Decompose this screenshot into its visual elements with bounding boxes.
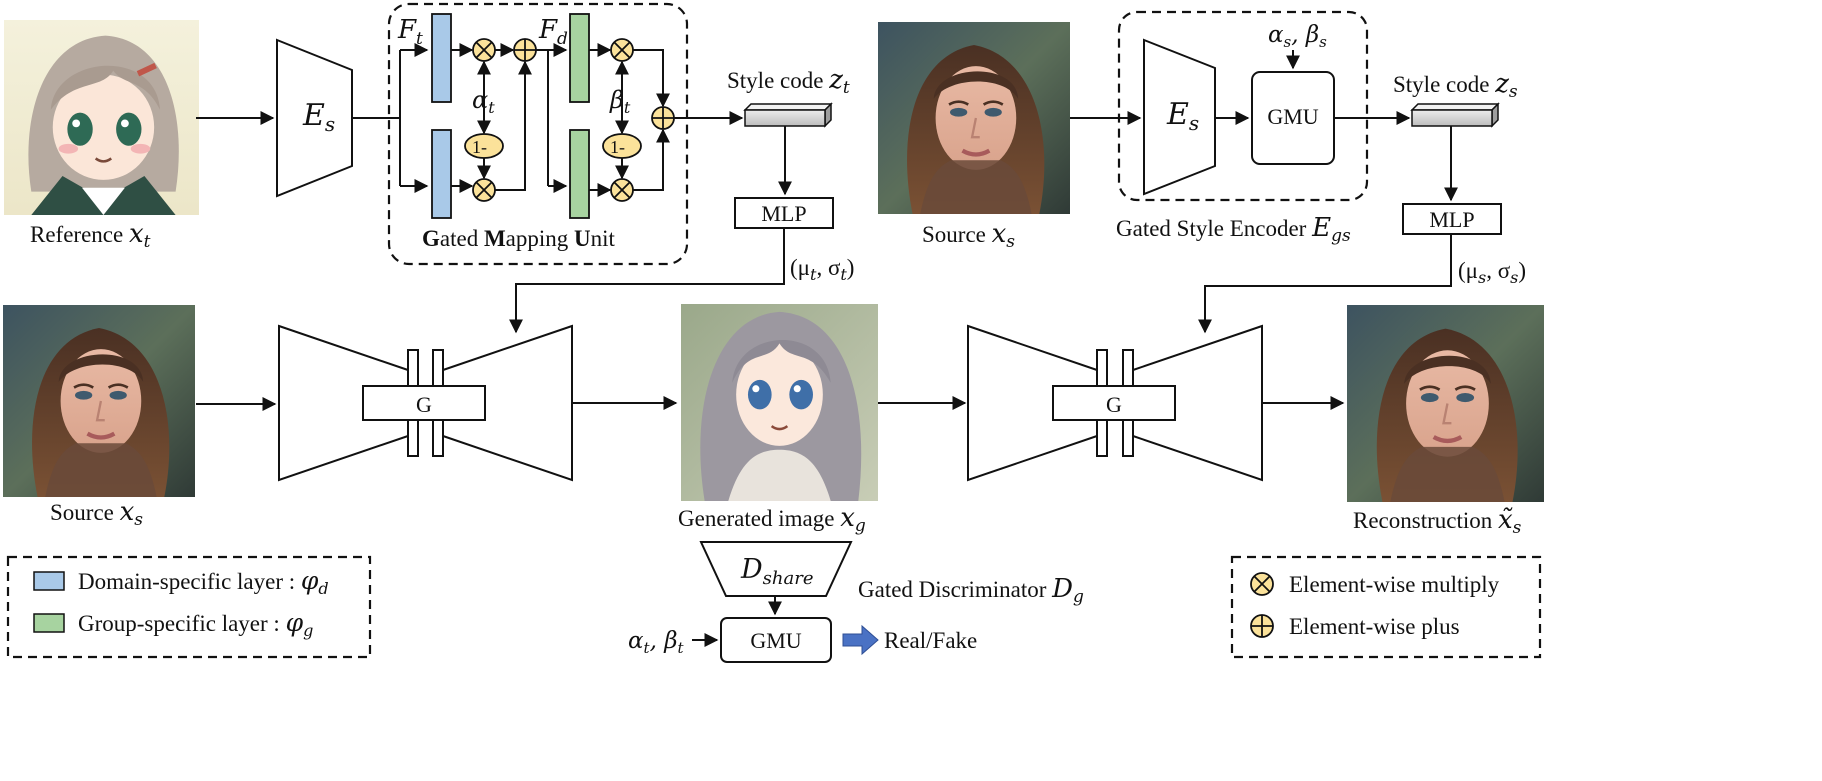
- mlp-box-s: [1402, 203, 1502, 235]
- reconstruction-image: [1347, 305, 1544, 502]
- legend-group-label: Group-specific layer : φg: [78, 608, 313, 640]
- plus-op-b: [651, 106, 675, 130]
- alpha-beta-t-input: αt, βt: [628, 628, 685, 657]
- generator-label-2: G: [1106, 392, 1122, 417]
- mlp-box-t: [734, 197, 834, 229]
- reference-image: [2, 18, 201, 217]
- style-encoder-label-right: Es: [1166, 97, 1199, 135]
- gated-discriminator-caption: Gated Discriminator Dg: [858, 574, 1084, 607]
- style-encoder-es-right: [1143, 38, 1216, 196]
- style-encoder-es: [276, 38, 353, 198]
- group-specific-layer-bottom: [569, 129, 590, 219]
- alpha-beta-s-label: αs, βs: [1268, 22, 1327, 51]
- legend-group-swatch: [33, 613, 65, 633]
- generator-g-1: [278, 324, 573, 482]
- multiply-icon: [1250, 572, 1274, 596]
- legend-plus-label: Element-wise plus: [1289, 614, 1460, 639]
- domain-specific-layer-bottom: [431, 129, 452, 219]
- output-arrow-icon: [842, 624, 879, 656]
- gmu-label-encoder: GMU: [1267, 104, 1318, 129]
- shared-discriminator: [699, 541, 853, 597]
- multiply-op-top-b: [610, 38, 634, 62]
- gated-style-encoder-caption: Gated Style Encoder Egs: [1116, 213, 1351, 246]
- beta-t-label: βt: [609, 86, 631, 117]
- style-code-s-vector: [1410, 102, 1500, 128]
- domain-specific-layer-top: [431, 13, 452, 103]
- plus-icon: [1250, 614, 1274, 638]
- gated-style-encoder-frame: [1117, 10, 1369, 202]
- gmu-label-discriminator: GMU: [750, 628, 801, 653]
- style-code-s-label: Style code zs: [1393, 69, 1518, 102]
- source-image-middle: [3, 305, 195, 497]
- ft-label: Ft: [397, 15, 423, 49]
- gmu-box-discriminator: [720, 617, 832, 663]
- group-specific-layer-top: [569, 13, 590, 103]
- reference-label: Reference xt: [30, 219, 151, 252]
- mu-sigma-s-label: (μs, σs): [1458, 258, 1526, 287]
- one-minus-label-a: 1-: [472, 137, 487, 157]
- multiply-op-bottom-b: [610, 178, 634, 202]
- legend-right-frame: [1230, 555, 1542, 659]
- source-image-top: [878, 22, 1070, 214]
- real-fake-label: Real/Fake: [884, 628, 977, 653]
- mu-sigma-t-label: (μt, σt): [790, 255, 854, 284]
- shared-discriminator-label: Dshare: [740, 554, 813, 589]
- mlp-label-s: MLP: [1429, 207, 1474, 232]
- legend-multiply-label: Element-wise multiply: [1289, 572, 1500, 597]
- generated-image-label: Generated image xg: [678, 503, 866, 536]
- gated-mapping-unit-frame: [387, 2, 689, 266]
- mlp-label-t: MLP: [761, 201, 806, 226]
- style-code-t-vector: [743, 102, 833, 128]
- plus-op-a: [513, 38, 537, 62]
- generated-image: [679, 302, 880, 503]
- style-code-t-label: Style code zt: [727, 65, 850, 98]
- fd-label: Fd: [538, 15, 568, 49]
- legend-left-frame: [6, 555, 372, 659]
- gated-mapping-unit-title: Gated Mapping Unit: [422, 226, 616, 251]
- multiply-op-bottom-a: [472, 178, 496, 202]
- generator-label-1: G: [416, 392, 432, 417]
- source-label-top: Source xs: [922, 219, 1015, 252]
- reconstruction-label: Reconstruction x̃s: [1353, 505, 1522, 538]
- style-encoder-label: Es: [302, 98, 335, 136]
- generator-g-2: [967, 324, 1263, 482]
- legend-domain-label: Domain-specific layer : φd: [78, 566, 329, 598]
- source-label-middle: Source xs: [50, 497, 143, 530]
- multiply-op-top-a: [472, 38, 496, 62]
- one-minus-label-b: 1-: [610, 137, 625, 157]
- legend-domain-swatch: [33, 571, 65, 591]
